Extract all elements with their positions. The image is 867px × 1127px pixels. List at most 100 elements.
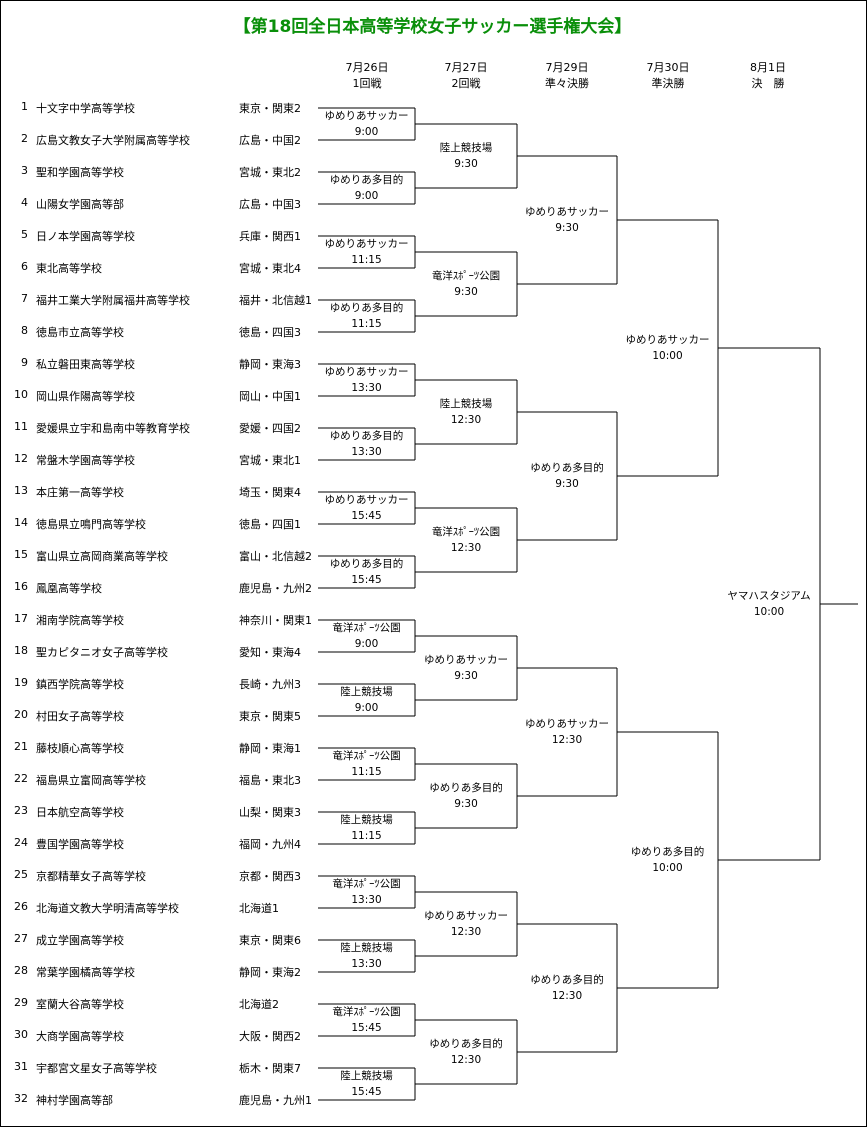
match-venue: 陸上競技場: [340, 814, 393, 826]
team-number: 10: [14, 388, 28, 401]
round-header-2: 7月27日 2回戦: [421, 60, 511, 92]
team-name: 藤枝順心高等学校: [36, 742, 124, 755]
team-name: 大商学園高等学校: [36, 1030, 124, 1043]
round-name: 1回戦: [352, 77, 382, 90]
match-venue: ゆめりあ多目的: [329, 174, 404, 186]
team-number: 17: [14, 612, 28, 625]
match-venue: 陸上競技場: [439, 142, 493, 154]
team-number: 7: [21, 292, 28, 305]
match-time: 12:30: [450, 542, 482, 554]
team-region: 宮城・東北1: [239, 454, 301, 467]
team-number: 19: [14, 676, 28, 689]
match-time: 13:30: [351, 382, 382, 394]
team-region: 広島・中国2: [239, 134, 301, 147]
team-number: 27: [14, 932, 28, 945]
match-venue: ゆめりあサッカー: [324, 494, 409, 506]
r1-match-label: 陸上競技場 11:15: [307, 812, 427, 844]
match-venue: 陸上競技場: [340, 942, 393, 954]
team-number: 15: [14, 548, 28, 561]
match-time: 9:30: [454, 670, 478, 682]
team-region: 広島・中国3: [239, 198, 301, 211]
match-venue: ゆめりあサッカー: [424, 654, 508, 666]
team-number: 11: [14, 420, 28, 433]
page-title: 【第18回全日本高等学校女子サッカー選手権大会】: [233, 17, 632, 37]
match-time: 10:00: [652, 862, 683, 874]
team-number: 8: [21, 324, 28, 337]
team-name: 常葉学園橘高等学校: [36, 966, 135, 979]
team-name: 鎮西学院高等学校: [36, 678, 124, 691]
round-name: 準々決勝: [545, 77, 589, 90]
team-region: 東京・関東6: [239, 934, 301, 947]
team-region: 神奈川・関東1: [239, 614, 312, 627]
team-name: 岡山県作陽高等学校: [36, 390, 135, 403]
team-name: 聖カピタニオ女子高等学校: [36, 646, 168, 659]
match-time: 9:30: [555, 478, 579, 490]
match-venue: ゆめりあ多目的: [329, 430, 404, 442]
match-time: 10:00: [652, 350, 683, 362]
team-number: 2: [21, 132, 28, 145]
team-region: 鹿児島・九州1: [239, 1094, 312, 1107]
round-name: 2回戦: [451, 77, 481, 90]
r1-match-label: ゆめりあサッカー 15:45: [307, 492, 427, 524]
round-date: 7月27日: [444, 61, 488, 74]
team-name: 広島文教女子大学附属高等学校: [36, 134, 190, 147]
match-venue: ゆめりあサッカー: [324, 110, 409, 122]
match-time: 15:45: [351, 574, 382, 586]
team-region: 兵庫・関西1: [239, 230, 301, 243]
team-region: 福島・東北3: [239, 774, 301, 787]
team-number: 1: [21, 100, 28, 113]
r1-match-label: ゆめりあ多目的 9:00: [307, 172, 427, 204]
team-name: 村田女子高等学校: [36, 710, 124, 723]
match-time: 11:15: [351, 318, 382, 330]
team-region: 福井・北信越1: [239, 294, 312, 307]
match-venue: 竜洋ｽﾎﾟｰﾂ公園: [332, 622, 401, 634]
team-number: 31: [14, 1060, 28, 1073]
team-name: 豊国学園高等学校: [36, 838, 124, 851]
team-region: 北海道1: [239, 902, 279, 915]
team-number: 16: [14, 580, 28, 593]
match-time: 9:00: [354, 190, 379, 202]
team-number: 3: [21, 164, 28, 177]
team-name: 東北高等学校: [36, 262, 102, 275]
team-name: 徳島市立高等学校: [36, 326, 124, 339]
round-date: 8月1日: [750, 61, 786, 74]
team-name: 室蘭大谷高等学校: [36, 998, 124, 1011]
team-number: 26: [14, 900, 28, 913]
match-venue: ゆめりあサッカー: [525, 718, 609, 730]
team-number: 24: [14, 836, 28, 849]
match-venue: ゆめりあサッカー: [324, 366, 409, 378]
team-name: 十文字中学高等学校: [36, 102, 135, 115]
r2-match-label: ゆめりあサッカー 9:30: [406, 652, 526, 684]
team-number: 6: [21, 260, 28, 273]
team-number: 22: [14, 772, 28, 785]
team-number: 21: [14, 740, 28, 753]
team-name: 日本航空高等学校: [36, 806, 124, 819]
match-venue: 竜洋ｽﾎﾟｰﾂ公園: [332, 750, 401, 762]
team-region: 宮城・東北2: [239, 166, 301, 179]
match-time: 12:30: [450, 926, 482, 938]
match-venue: 陸上競技場: [439, 398, 493, 410]
team-region: 静岡・東海2: [239, 966, 301, 979]
match-time: 11:15: [351, 830, 382, 842]
team-region: 北海道2: [239, 998, 279, 1011]
team-region: 京都・関西3: [239, 870, 301, 883]
team-region: 静岡・東海3: [239, 358, 301, 371]
round-date: 7月30日: [646, 61, 690, 74]
match-time: 15:45: [351, 510, 382, 522]
team-region: 岡山・中国1: [239, 390, 301, 403]
match-venue: ゆめりあ多目的: [530, 462, 604, 474]
